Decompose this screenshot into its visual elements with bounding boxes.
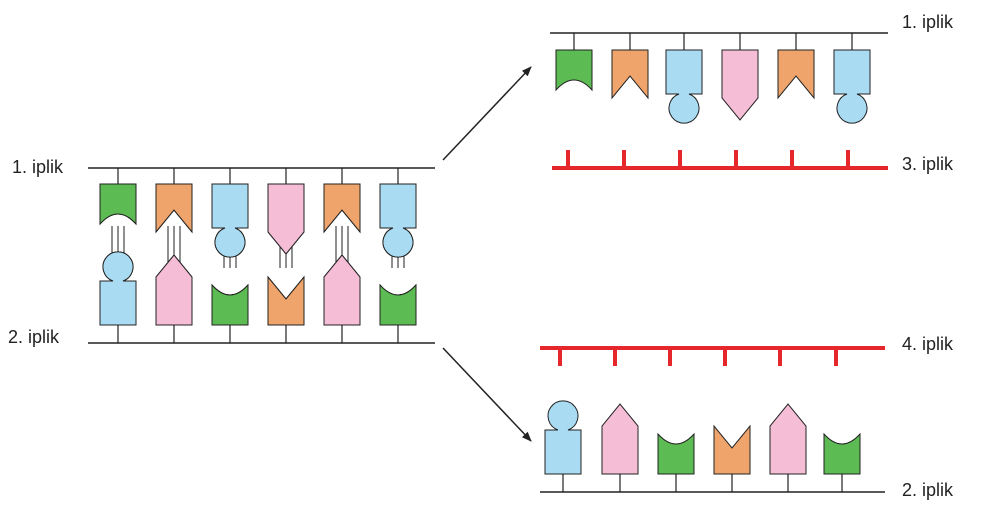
bottom-strand2-nucleotide-pink bbox=[769, 403, 807, 475]
strand3-ticks bbox=[566, 150, 850, 168]
top-strand1-nucleotide-blue bbox=[833, 49, 871, 124]
left-strand2-nucleotide-pink bbox=[323, 254, 361, 326]
label-strand4: 4. iplik bbox=[902, 334, 954, 354]
top-strand1-nucleotide-orange bbox=[777, 49, 815, 100]
left-strand2-nucleotide-pink bbox=[155, 254, 193, 326]
top-strand1-nucleotide-green bbox=[555, 49, 593, 92]
left-strand2-nucleotide-orange bbox=[267, 275, 305, 326]
bottom-strand2-nucleotide-orange bbox=[713, 424, 751, 475]
top-strand1-nucleotide-orange bbox=[611, 49, 649, 100]
label-strand3: 3. iplik bbox=[902, 154, 954, 174]
left-base-pairs bbox=[99, 168, 417, 343]
label-bottom-strand2: 2. iplik bbox=[902, 480, 954, 500]
arrow-down-right bbox=[442, 347, 532, 442]
arrow-up-right bbox=[442, 66, 532, 161]
left-double-strand bbox=[88, 167, 435, 344]
top-strand1-nucleotide-pink bbox=[721, 49, 759, 121]
left-strand2-nucleotide-blue bbox=[99, 251, 137, 326]
top-right-daughter bbox=[550, 32, 888, 170]
left-strand2-nucleotide-green bbox=[211, 283, 249, 326]
left-strand1-nucleotide-orange bbox=[155, 183, 193, 234]
bottom-right-daughter bbox=[540, 346, 885, 493]
left-strand1-nucleotide-orange bbox=[323, 183, 361, 234]
strand4-ticks bbox=[558, 348, 838, 366]
left-strand1-nucleotide-green bbox=[99, 183, 137, 226]
label-top-strand1: 1. iplik bbox=[902, 12, 954, 32]
left-strand1-nucleotide-pink bbox=[267, 183, 305, 255]
top-strand1-bases bbox=[555, 33, 871, 124]
left-strand1-nucleotide-blue bbox=[379, 183, 417, 258]
bottom-strand2-nucleotide-blue bbox=[544, 400, 582, 475]
bottom-strand2-nucleotide-green bbox=[657, 432, 695, 475]
left-strand2-nucleotide-green bbox=[379, 283, 417, 326]
top-strand1-nucleotide-blue bbox=[665, 49, 703, 124]
bottom-strand2-nucleotide-green bbox=[823, 432, 861, 475]
bottom-strand2-nucleotide-pink bbox=[601, 403, 639, 475]
label-left-strand2: 2. iplik bbox=[8, 327, 60, 347]
label-left-strand1: 1. iplik bbox=[12, 157, 64, 177]
bottom-strand2-bases bbox=[544, 400, 861, 492]
left-strand1-nucleotide-blue bbox=[211, 183, 249, 258]
